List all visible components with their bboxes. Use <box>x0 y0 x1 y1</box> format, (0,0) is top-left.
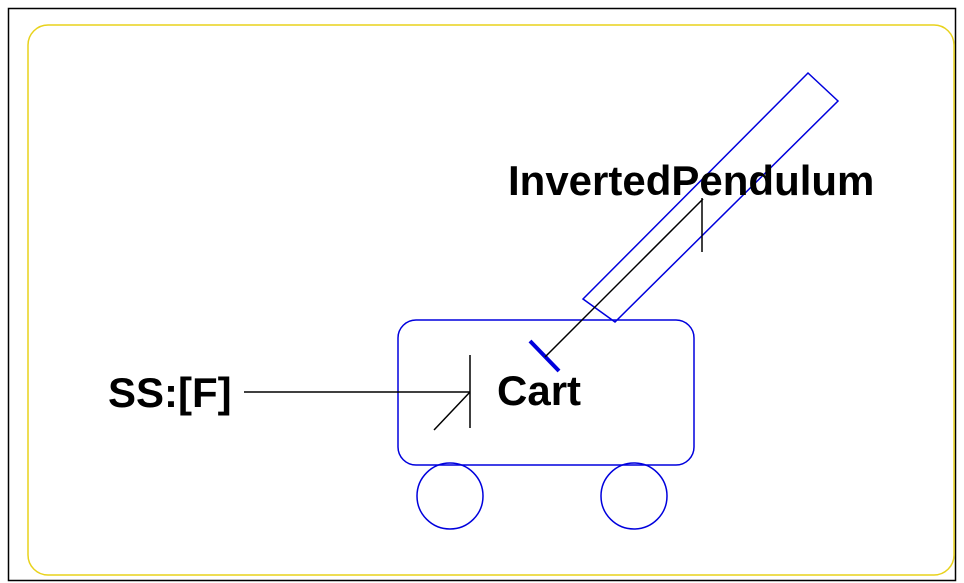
cart-label[interactable]: Cart <box>497 367 581 414</box>
source-label[interactable]: SS:[F] <box>108 369 232 416</box>
pendulum-rod-icon[interactable] <box>581 71 840 323</box>
bond-arrow-icon <box>433 391 471 431</box>
wheel-icon[interactable] <box>416 462 484 530</box>
bond-source-cart[interactable] <box>244 355 471 431</box>
bond-cart-pendulum[interactable] <box>544 198 704 358</box>
pivot-marker-icon <box>528 339 561 373</box>
outer-frame <box>7 7 957 582</box>
pendulum-label[interactable]: InvertedPendulum <box>508 157 874 204</box>
wheel-icon[interactable] <box>600 462 668 530</box>
inner-frame <box>27 24 955 576</box>
bond-line <box>544 198 704 358</box>
